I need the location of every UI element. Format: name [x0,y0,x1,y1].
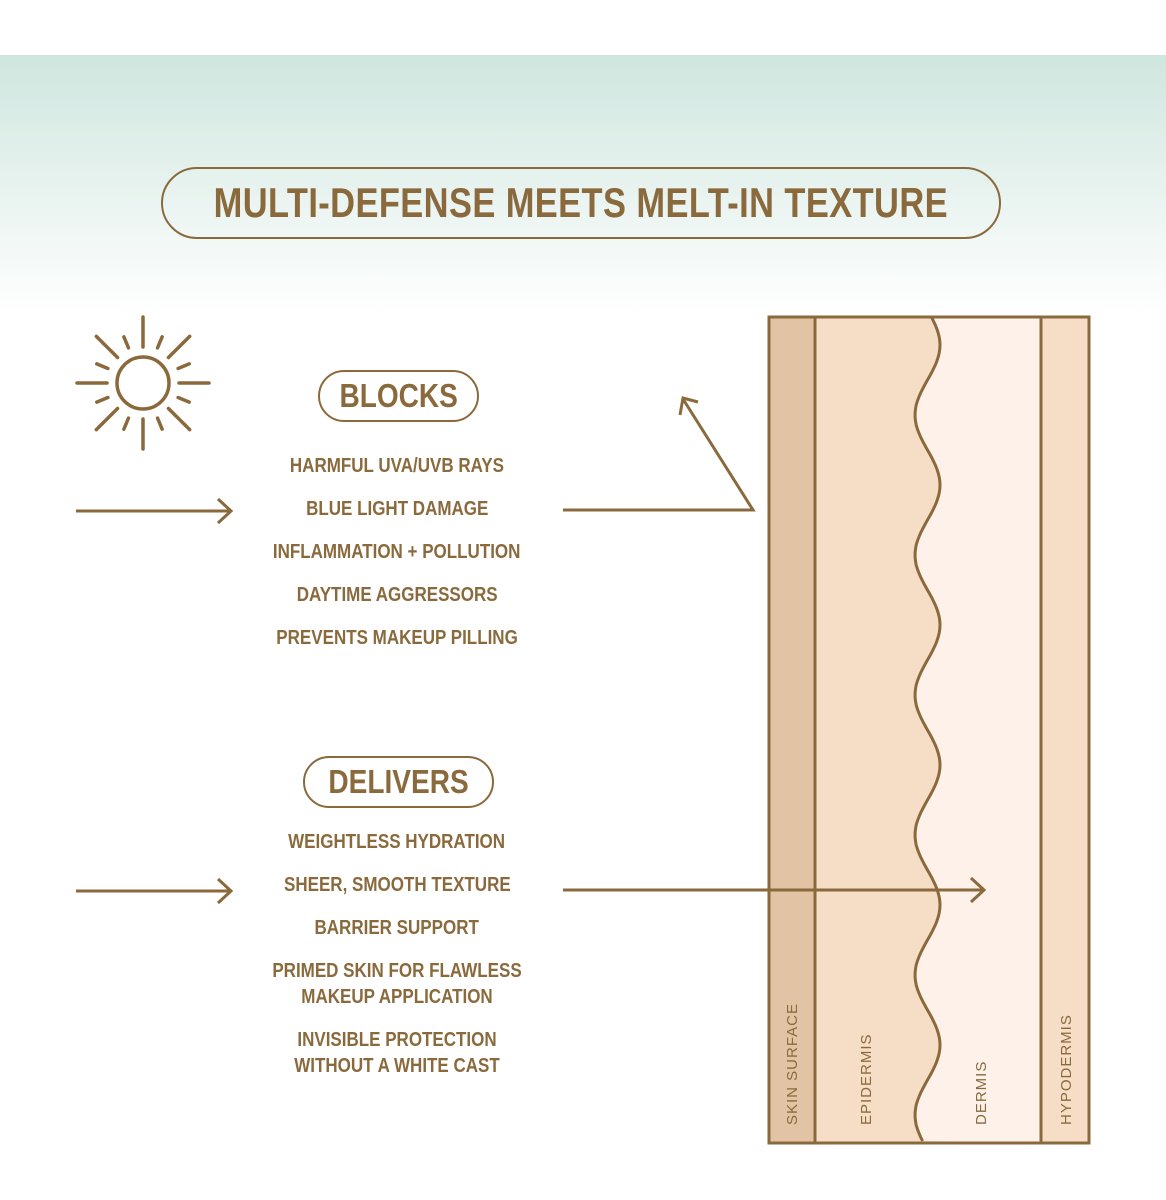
arrow-right-icon [76,877,234,905]
page-title: MULTI-DEFENSE MEETS MELT-IN TEXTURE [161,167,1001,239]
list-item: INVISIBLE PROTECTION WITHOUT A WHITE CAS… [294,1029,500,1077]
sun-ray [94,406,120,432]
delivers-label: DELIVERS [328,763,469,800]
sun-ray [176,395,191,404]
list-item: HARMFUL UVA/UVB RAYS [289,455,505,477]
list-item: BARRIER SUPPORT [314,917,480,939]
deflect-arrow-icon [563,396,756,512]
sun-ray [95,362,110,371]
layer-dermis [915,317,1041,1143]
list-item: DAYTIME AGGRESSORS [296,584,498,606]
sun-ray [155,335,164,350]
sun-ray [122,416,131,431]
blocks-badge: BLOCKS [318,370,479,422]
page-title-text: MULTI-DEFENSE MEETS MELT-IN TEXTURE [213,179,949,226]
layer-label-skin-surface: SKIN SURFACE [784,1002,801,1125]
list-item: WEIGHTLESS HYDRATION [288,831,506,853]
list-item: PREVENTS MAKEUP PILLING [276,627,518,649]
sun-ray [155,416,164,431]
layer-label-epidermis: EPIDERMIS [858,1033,875,1125]
sun-ray [166,406,192,432]
skin-diagram [767,315,1091,1145]
delivers-badge: DELIVERS [303,756,494,808]
list-item: INFLAMMATION + POLLUTION [273,541,521,563]
sun-icon [75,315,211,451]
blocks-label: BLOCKS [339,377,458,414]
sun-ray [94,334,120,360]
list-item: SHEER, SMOOTH TEXTURE [283,874,511,896]
epidermis-dermis-boundary [913,315,942,1142]
layer-label-dermis: DERMIS [973,1060,990,1125]
sun-ray [122,335,131,350]
penetrate-arrow-icon [563,876,987,904]
layer-label-hypodermis: HYPODERMIS [1058,1014,1075,1125]
sun-ray [176,362,191,371]
sun-ray [95,395,110,404]
arrow-right-icon [76,497,234,525]
sun-ray [166,334,192,360]
list-item: BLUE LIGHT DAMAGE [305,498,489,520]
list-item: PRIMED SKIN FOR FLAWLESS MAKEUP APPLICAT… [272,960,522,1008]
